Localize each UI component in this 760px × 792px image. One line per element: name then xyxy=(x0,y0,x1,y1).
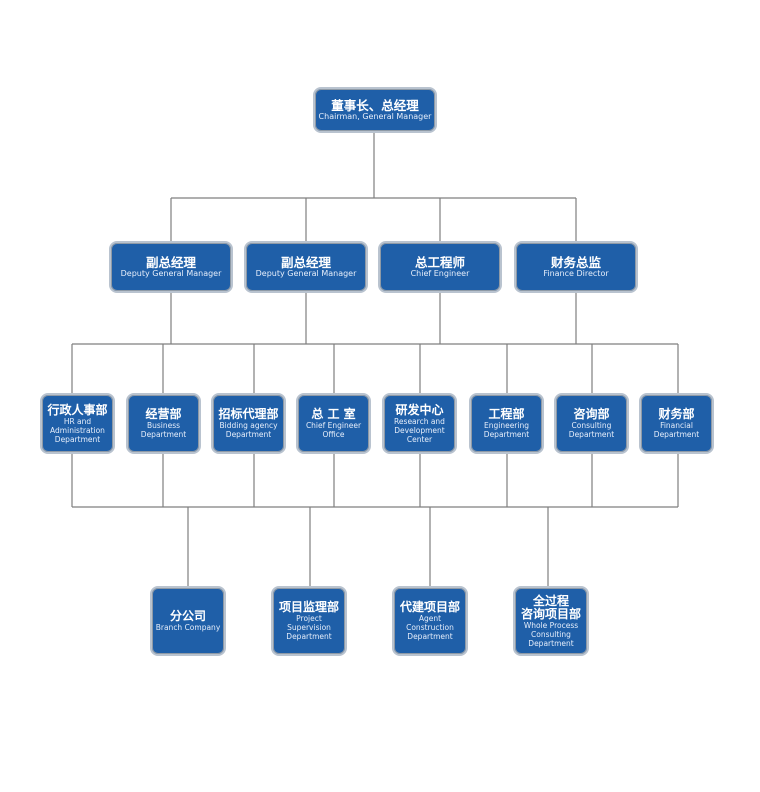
chairman-box: 董事长、总经理 Chairman, General Manager xyxy=(313,87,437,133)
department-title-zh: 经营部 xyxy=(145,407,182,421)
department-title-zh: 财务部 xyxy=(658,407,695,421)
department-title-zh: 工程部 xyxy=(488,407,525,421)
chairman-title-en: Chairman, General Manager xyxy=(318,112,432,121)
chairman-title-zh: 董事长、总经理 xyxy=(331,98,419,113)
department-title-en: Business Department xyxy=(140,421,187,439)
exec-title-zh: 财务总监 xyxy=(550,255,601,270)
unit-box: 全过程 咨询项目部 Whole Process Consulting Depar… xyxy=(513,586,589,656)
exec-box: 副总经理 Deputy General Manager xyxy=(109,241,233,293)
department-title-en: Chief Engineer Office xyxy=(305,421,362,439)
department-title-en: Research and Development Center xyxy=(394,416,445,444)
department-title-en: Consulting Department xyxy=(568,421,615,439)
unit-title-en: Branch Company xyxy=(155,623,221,632)
department-box: 总 工 室 Chief Engineer Office xyxy=(296,393,371,454)
exec-box: 财务总监 Finance Director xyxy=(514,241,638,293)
department-title-en: Financial Department xyxy=(653,421,700,439)
exec-title-zh: 副总经理 xyxy=(145,255,196,270)
unit-title-zh: 项目监理部 xyxy=(278,600,339,614)
unit-title-zh: 分公司 xyxy=(169,609,206,623)
unit-title-zh: 代建项目部 xyxy=(399,600,460,614)
unit-title-en: Project Supervision Department xyxy=(286,614,332,641)
department-title-zh: 行政人事部 xyxy=(47,402,108,417)
exec-title-zh: 总工程师 xyxy=(414,255,465,270)
unit-title-en: Whole Process Consulting Department xyxy=(523,620,579,648)
department-box: 招标代理部 Bidding agency Department xyxy=(211,393,286,454)
department-title-en: Bidding agency Department xyxy=(219,421,278,439)
department-box: 行政人事部 HR and Administration Department xyxy=(40,393,115,454)
exec-box: 副总经理 Deputy General Manager xyxy=(244,241,368,293)
unit-box: 代建项目部 Agent Construction Department xyxy=(392,586,468,656)
department-box: 工程部 Engineering Department xyxy=(469,393,544,454)
department-box: 经营部 Business Department xyxy=(126,393,201,454)
exec-title-en: Finance Director xyxy=(543,269,609,278)
exec-title-zh: 副总经理 xyxy=(280,255,331,270)
unit-box: 项目监理部 Project Supervision Department xyxy=(271,586,347,656)
department-title-en: HR and Administration Department xyxy=(50,416,105,444)
department-box: 财务部 Financial Department xyxy=(639,393,714,454)
exec-box: 总工程师 Chief Engineer xyxy=(378,241,502,293)
department-box: 研发中心 Research and Development Center xyxy=(382,393,457,454)
department-title-zh: 咨询部 xyxy=(573,407,610,421)
unit-box: 分公司 Branch Company xyxy=(150,586,226,656)
department-title-zh: 总 工 室 xyxy=(311,407,356,421)
department-title-en: Engineering Department xyxy=(483,421,530,439)
unit-title-zh: 全过程 咨询项目部 xyxy=(520,593,581,621)
department-box: 咨询部 Consulting Department xyxy=(554,393,629,454)
unit-title-en: Agent Construction Department xyxy=(406,614,454,641)
department-title-zh: 招标代理部 xyxy=(218,407,279,421)
exec-title-en: Chief Engineer xyxy=(410,269,470,278)
exec-title-en: Deputy General Manager xyxy=(255,269,357,278)
department-title-zh: 研发中心 xyxy=(395,402,444,417)
exec-title-en: Deputy General Manager xyxy=(120,269,222,278)
